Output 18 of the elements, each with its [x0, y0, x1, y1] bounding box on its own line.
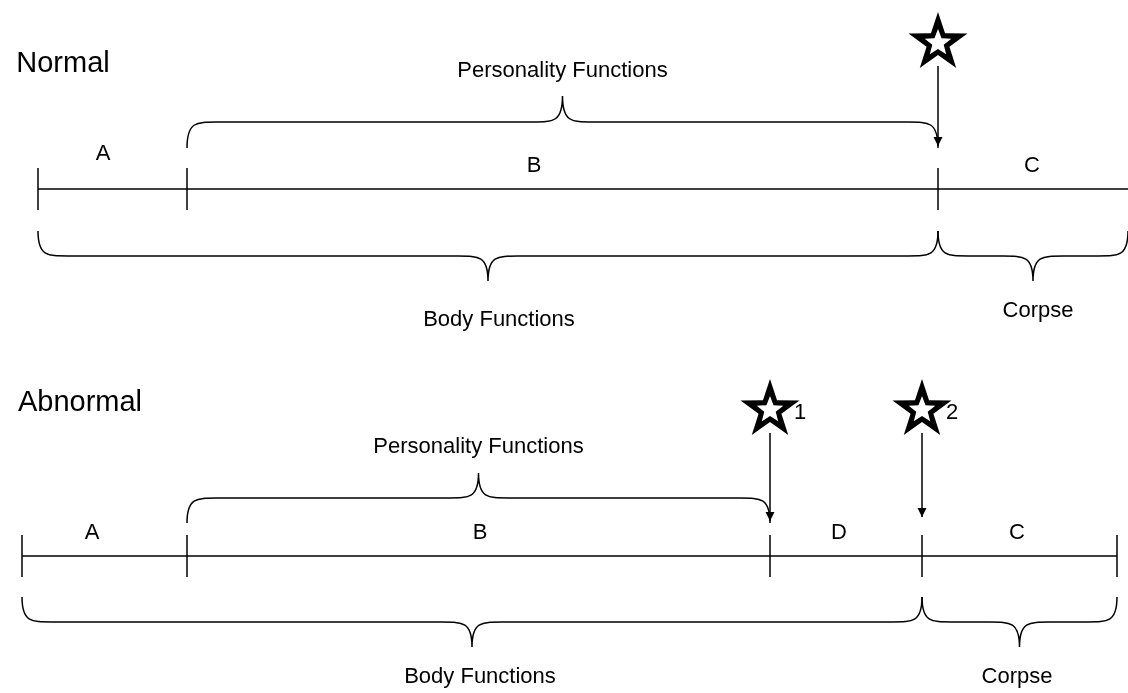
arrow	[917, 432, 927, 518]
segment-label: A	[95, 140, 111, 166]
segment-label: C	[1024, 152, 1040, 178]
segment-label: B	[526, 152, 542, 178]
section-heading: Abnormal	[17, 384, 143, 418]
section-heading: Normal	[16, 45, 110, 79]
segment-label: B	[472, 519, 488, 545]
segment-label: C	[1009, 519, 1025, 545]
segment-label: Body Functions	[404, 663, 556, 689]
star-number: 1	[794, 399, 807, 425]
segment-label: A	[84, 519, 100, 545]
brace-label: Personality Functions	[457, 56, 668, 84]
star-number: 2	[946, 399, 959, 425]
segment-label: D	[831, 519, 847, 545]
segment-label: Corpse	[1002, 297, 1074, 323]
segment-label: Corpse	[981, 663, 1053, 689]
brace-label: Personality Functions	[373, 432, 584, 460]
segment-label: Body Functions	[423, 306, 575, 332]
